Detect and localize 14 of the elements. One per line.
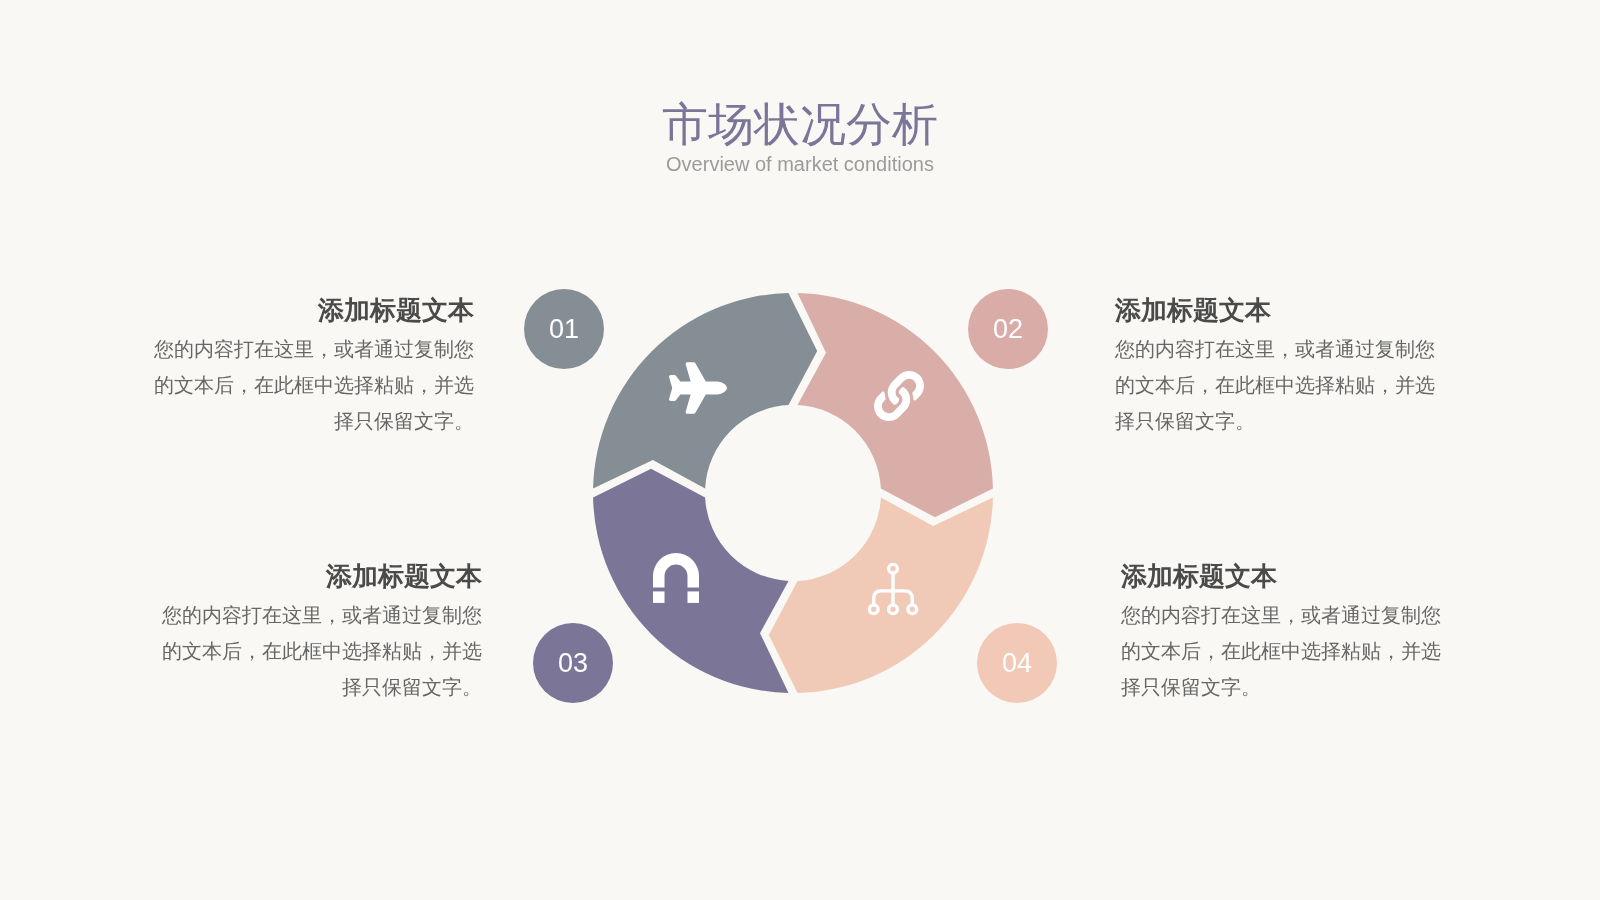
item-heading: 添加标题文本: [318, 294, 474, 326]
slide-subtitle: Overview of market conditions: [666, 152, 934, 177]
item-description: 您的内容打在这里，或者通过复制您的文本后，在此框中选择粘贴，并选择只保留文字。: [1115, 337, 1436, 434]
slide-title: 市场状况分析: [662, 97, 938, 151]
item-description: 您的内容打在这里，或者通过复制您的文本后，在此框中选择粘贴，并选择只保留文字。: [1121, 603, 1442, 700]
number-badge: 02: [968, 289, 1048, 369]
number-badge: 01: [524, 289, 604, 369]
item-description: 您的内容打在这里，或者通过复制您的文本后，在此框中选择粘贴，并选择只保留文字。: [153, 337, 474, 434]
item-heading: 添加标题文本: [326, 560, 482, 592]
item-heading: 添加标题文本: [1121, 560, 1277, 592]
item-description: 您的内容打在这里，或者通过复制您的文本后，在此框中选择粘贴，并选择只保留文字。: [161, 603, 482, 700]
number-badge: 03: [533, 623, 613, 703]
item-heading: 添加标题文本: [1115, 294, 1271, 326]
number-badge: 04: [977, 623, 1057, 703]
